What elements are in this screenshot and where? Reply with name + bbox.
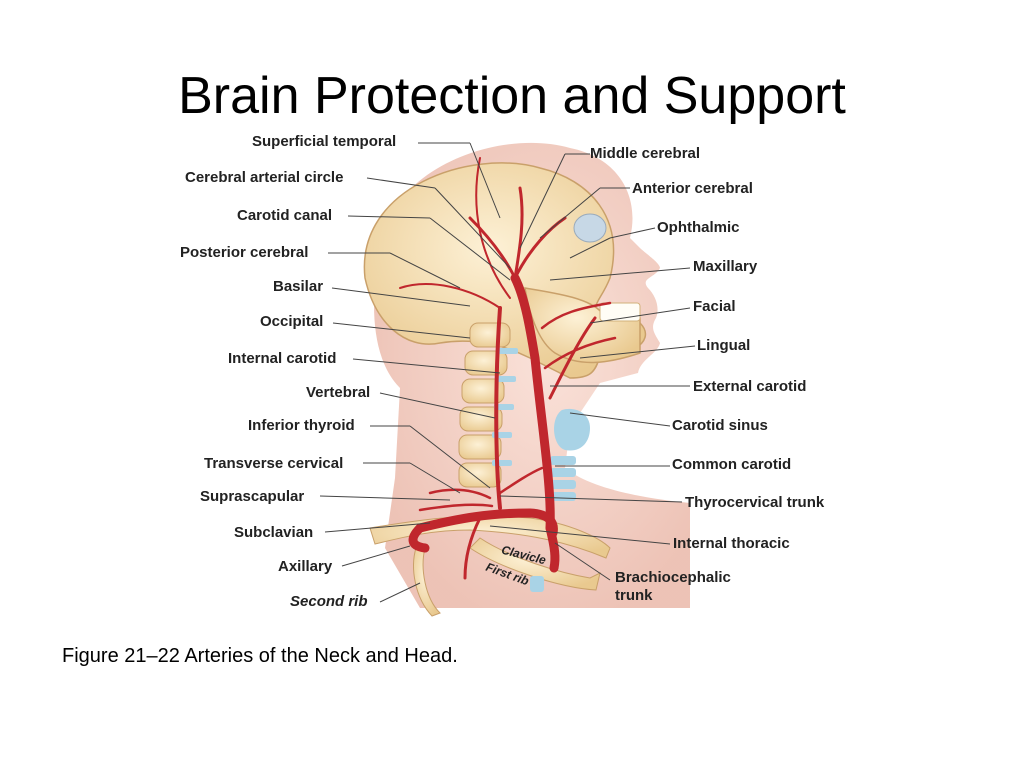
label-transverse-cervical: Transverse cervical xyxy=(204,455,344,472)
label-vertebral: Vertebral xyxy=(306,384,371,401)
label-anterior-cerebral: Anterior cerebral xyxy=(632,180,753,197)
anatomy-illustration xyxy=(319,142,696,617)
label-maxillary: Maxillary xyxy=(693,258,758,275)
label-superficial-temporal: Superficial temporal xyxy=(252,133,397,150)
label-external-carotid: External carotid xyxy=(693,378,807,395)
label-basilar: Basilar xyxy=(273,278,324,295)
label-middle-cerebral: Middle cerebral xyxy=(590,145,701,162)
label-facial: Facial xyxy=(693,298,736,315)
label-lingual: Lingual xyxy=(697,337,751,354)
label-inferior-thyroid: Inferior thyroid xyxy=(248,417,355,434)
label-occipital: Occipital xyxy=(260,313,324,330)
label-common-carotid: Common carotid xyxy=(672,456,792,473)
larynx xyxy=(554,408,590,451)
label-thyrocervical-trunk: Thyrocervical trunk xyxy=(685,494,825,511)
label-carotid-canal: Carotid canal xyxy=(237,207,333,224)
label-suprascapular: Suprascapular xyxy=(200,488,305,505)
label-internal-thoracic: Internal thoracic xyxy=(673,535,790,552)
label-brachiocephalic: Brachiocephalic xyxy=(615,569,731,586)
slide-title: Brain Protection and Support xyxy=(178,67,846,125)
figure-caption: Figure 21–22 Arteries of the Neck and He… xyxy=(62,645,458,667)
label-second-rib: Second rib xyxy=(290,593,368,610)
first-rib xyxy=(469,537,601,591)
leader-lines xyxy=(319,142,696,603)
arteries xyxy=(399,157,617,580)
label-cerebral-arterial-circle: Cerebral arterial circle xyxy=(185,169,344,186)
label-subclavian: Subclavian xyxy=(234,524,314,541)
label-carotid-sinus: Carotid sinus xyxy=(672,417,768,434)
label-ophthalmic: Ophthalmic xyxy=(657,219,740,236)
neck-head-arteries-figure: Superficial temporal Cerebral arterial c… xyxy=(170,128,860,618)
mandible xyxy=(524,287,641,364)
label-posterior-cerebral: Posterior cerebral xyxy=(180,244,309,261)
label-internal-carotid: Internal carotid xyxy=(228,350,337,367)
label-axillary: Axillary xyxy=(278,558,333,575)
second-rib xyxy=(413,547,441,617)
label-brachiocephalic-trunk: trunk xyxy=(615,587,653,604)
